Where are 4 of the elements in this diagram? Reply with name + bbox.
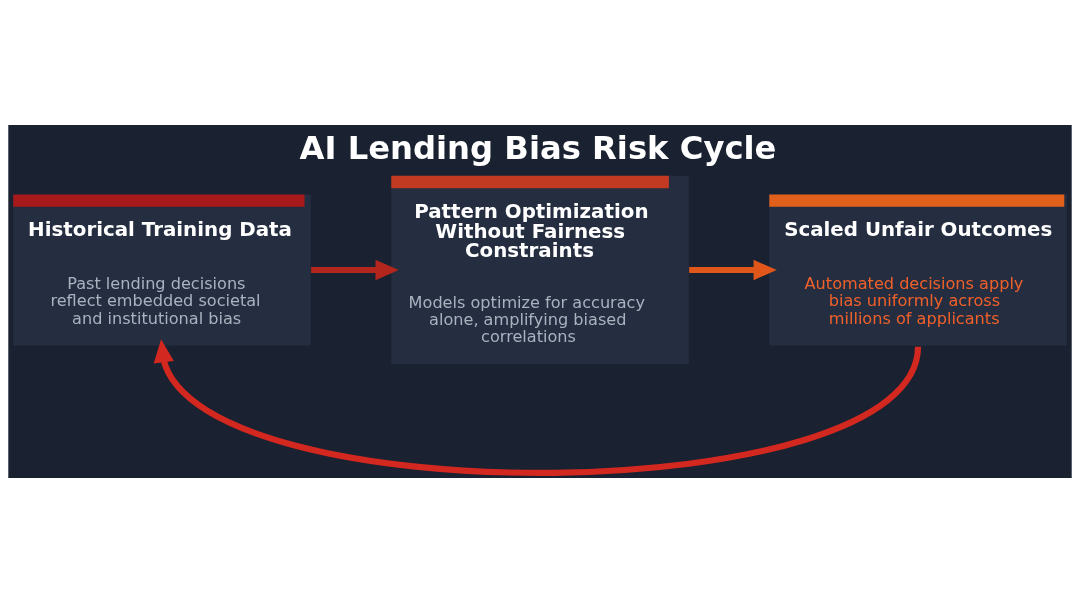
arrow bbox=[153, 339, 921, 476]
diagram-title: AI Lending Bias Risk Cycle bbox=[299, 129, 777, 168]
arrow bbox=[311, 259, 399, 281]
arrow bbox=[689, 259, 777, 281]
